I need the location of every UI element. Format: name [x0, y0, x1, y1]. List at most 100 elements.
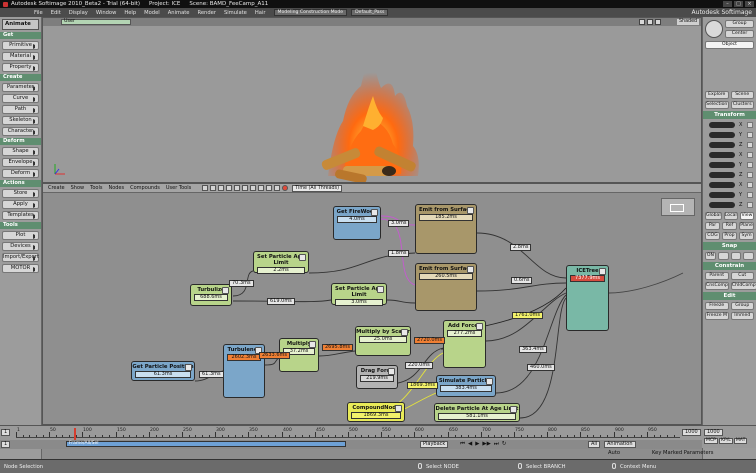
tab-mcp[interactable]: MCP — [704, 438, 718, 444]
global-button[interactable]: Global — [705, 212, 722, 220]
menu-simulate[interactable]: Simulate — [223, 9, 247, 16]
edit-group-button[interactable]: Group — [730, 302, 754, 310]
property-button[interactable]: Property — [2, 63, 39, 72]
shading-select[interactable]: Shaded — [677, 19, 699, 25]
timeline-end-field[interactable]: 1000 — [682, 429, 701, 436]
primitive-button[interactable]: Primitive — [2, 41, 39, 50]
deform-button[interactable]: Deform — [2, 169, 39, 178]
ice-menu-tools[interactable]: Tools — [90, 185, 103, 191]
forward-arrow-icon[interactable] — [250, 185, 257, 191]
chldcomp-button[interactable]: ChldComp — [730, 282, 756, 290]
node-compound[interactable]: CompoundNode 1869.3ms — [347, 402, 405, 422]
next-frame-icon[interactable]: ▶▶ — [482, 441, 491, 447]
freeze-button[interactable]: Freeze — [705, 302, 729, 310]
view-button[interactable]: View — [739, 212, 754, 220]
pos-z-toggle[interactable] — [747, 202, 753, 208]
home-icon[interactable] — [258, 185, 265, 191]
object-mode-button[interactable]: Object — [705, 41, 754, 49]
node-set-age-limit-2[interactable]: Set Particle Age Limit 3.0ms — [331, 283, 387, 306]
menu-edit[interactable]: Edit — [50, 9, 61, 16]
envelope-button[interactable]: Envelope — [2, 158, 39, 167]
maximize-view-icon[interactable] — [655, 19, 661, 25]
cog-button[interactable]: COG — [705, 232, 720, 240]
loop-icon[interactable]: ↻ — [501, 441, 507, 447]
menu-render[interactable]: Render — [197, 9, 216, 16]
current-frame-field[interactable]: 1 — [1, 441, 11, 448]
scale-field[interactable] — [709, 132, 735, 138]
render-pass-select[interactable]: Default_Pass — [351, 9, 389, 16]
prev-frame-icon[interactable]: ◀ — [467, 441, 473, 447]
immed-button[interactable]: Immed — [730, 312, 754, 320]
performance-timer-icon[interactable] — [282, 185, 289, 191]
tab-kpl[interactable]: KP/L — [718, 438, 733, 444]
cut-button[interactable]: Cut — [730, 272, 754, 280]
par-button[interactable]: Par — [705, 222, 720, 230]
playback-menu[interactable]: Playback — [420, 441, 449, 448]
ice-preview-navigator[interactable] — [661, 198, 695, 216]
clear-icon[interactable] — [218, 185, 225, 191]
node-simulate-particles[interactable]: Simulate Particles 383.4ms — [436, 375, 496, 397]
selection-button[interactable]: Selection — [705, 101, 729, 109]
pos-y-toggle[interactable] — [747, 192, 753, 198]
curve-button[interactable]: Curve — [2, 94, 39, 103]
eye-icon[interactable] — [639, 19, 645, 25]
apply-button[interactable]: Apply — [2, 200, 39, 209]
translation-field[interactable] — [709, 202, 735, 208]
close-icon[interactable]: × — [745, 1, 754, 7]
center-button[interactable]: Center — [725, 30, 754, 38]
toolbar-mode-select[interactable]: Animate — [2, 19, 39, 30]
cnscomp-button[interactable]: CnsComp — [705, 282, 729, 290]
auto-key-button[interactable]: Auto — [608, 450, 621, 456]
path-button[interactable]: Path — [2, 105, 39, 114]
devices-button[interactable]: Devices — [2, 242, 39, 251]
maximize-icon[interactable]: □ — [734, 1, 743, 7]
menu-display[interactable]: Display — [68, 9, 88, 16]
translation-field[interactable] — [709, 182, 735, 188]
snap-magnet-icon[interactable] — [743, 252, 754, 260]
scale-y-toggle[interactable] — [747, 132, 753, 138]
tab-mat[interactable]: MAT — [733, 438, 748, 444]
character-button[interactable]: Character — [2, 127, 39, 136]
material-button[interactable]: Material — [2, 52, 39, 61]
scale-x-toggle[interactable] — [747, 122, 753, 128]
bookmark-icon[interactable] — [226, 185, 233, 191]
all-button[interactable]: All — [588, 441, 601, 448]
ice-menu-user-tools[interactable]: User Tools — [165, 185, 192, 191]
plane-button[interactable]: Plane — [739, 222, 754, 230]
last-frame-icon[interactable]: ⏭ — [493, 441, 499, 447]
group-button[interactable]: Group — [725, 20, 754, 28]
first-frame-icon[interactable]: ⏮ — [460, 441, 465, 447]
rotation-field[interactable] — [709, 172, 735, 178]
scene-button[interactable]: Scene — [730, 91, 754, 99]
node-turbulize[interactable]: Turbulize 688.6ms — [190, 284, 232, 306]
prop-button[interactable]: Prop — [722, 232, 737, 240]
templates-button[interactable]: Templates — [2, 211, 39, 220]
menu-window[interactable]: Window — [95, 9, 117, 16]
viewport[interactable]: User Shaded — [42, 17, 702, 183]
node-get-particle-position[interactable]: Get Particle Position 61.3ms — [131, 361, 195, 381]
ice-menu-compounds[interactable]: Compounds — [130, 185, 160, 191]
node-set-age-limit-1[interactable]: Set Particle Age Limit 2.2ms — [253, 251, 309, 274]
import-export-button[interactable]: Import/Export — [2, 253, 39, 262]
camera-select[interactable]: User — [61, 19, 131, 25]
sym-button[interactable]: Sym — [739, 232, 754, 240]
back-arrow-icon[interactable] — [242, 185, 249, 191]
menu-hair[interactable]: Hair — [254, 9, 266, 16]
menu-file[interactable]: File — [34, 9, 43, 16]
construction-mode-select[interactable]: Modeling Construction Mode — [273, 9, 348, 16]
clusters-button[interactable]: Clusters — [730, 101, 754, 109]
view-icon[interactable] — [234, 185, 241, 191]
translation-field[interactable] — [709, 192, 735, 198]
shape-button[interactable]: Shape — [2, 147, 39, 156]
animation-menu[interactable]: Animation — [604, 441, 636, 448]
rot-z-toggle[interactable] — [747, 172, 753, 178]
layout-icon[interactable] — [274, 185, 281, 191]
rot-y-toggle[interactable] — [747, 162, 753, 168]
rotation-field[interactable] — [709, 162, 735, 168]
snap-grid-icon[interactable] — [717, 252, 729, 260]
rot-x-toggle[interactable] — [747, 152, 753, 158]
rotation-field[interactable] — [709, 152, 735, 158]
playhead[interactable] — [74, 428, 76, 440]
store-button[interactable]: Store — [2, 189, 39, 198]
